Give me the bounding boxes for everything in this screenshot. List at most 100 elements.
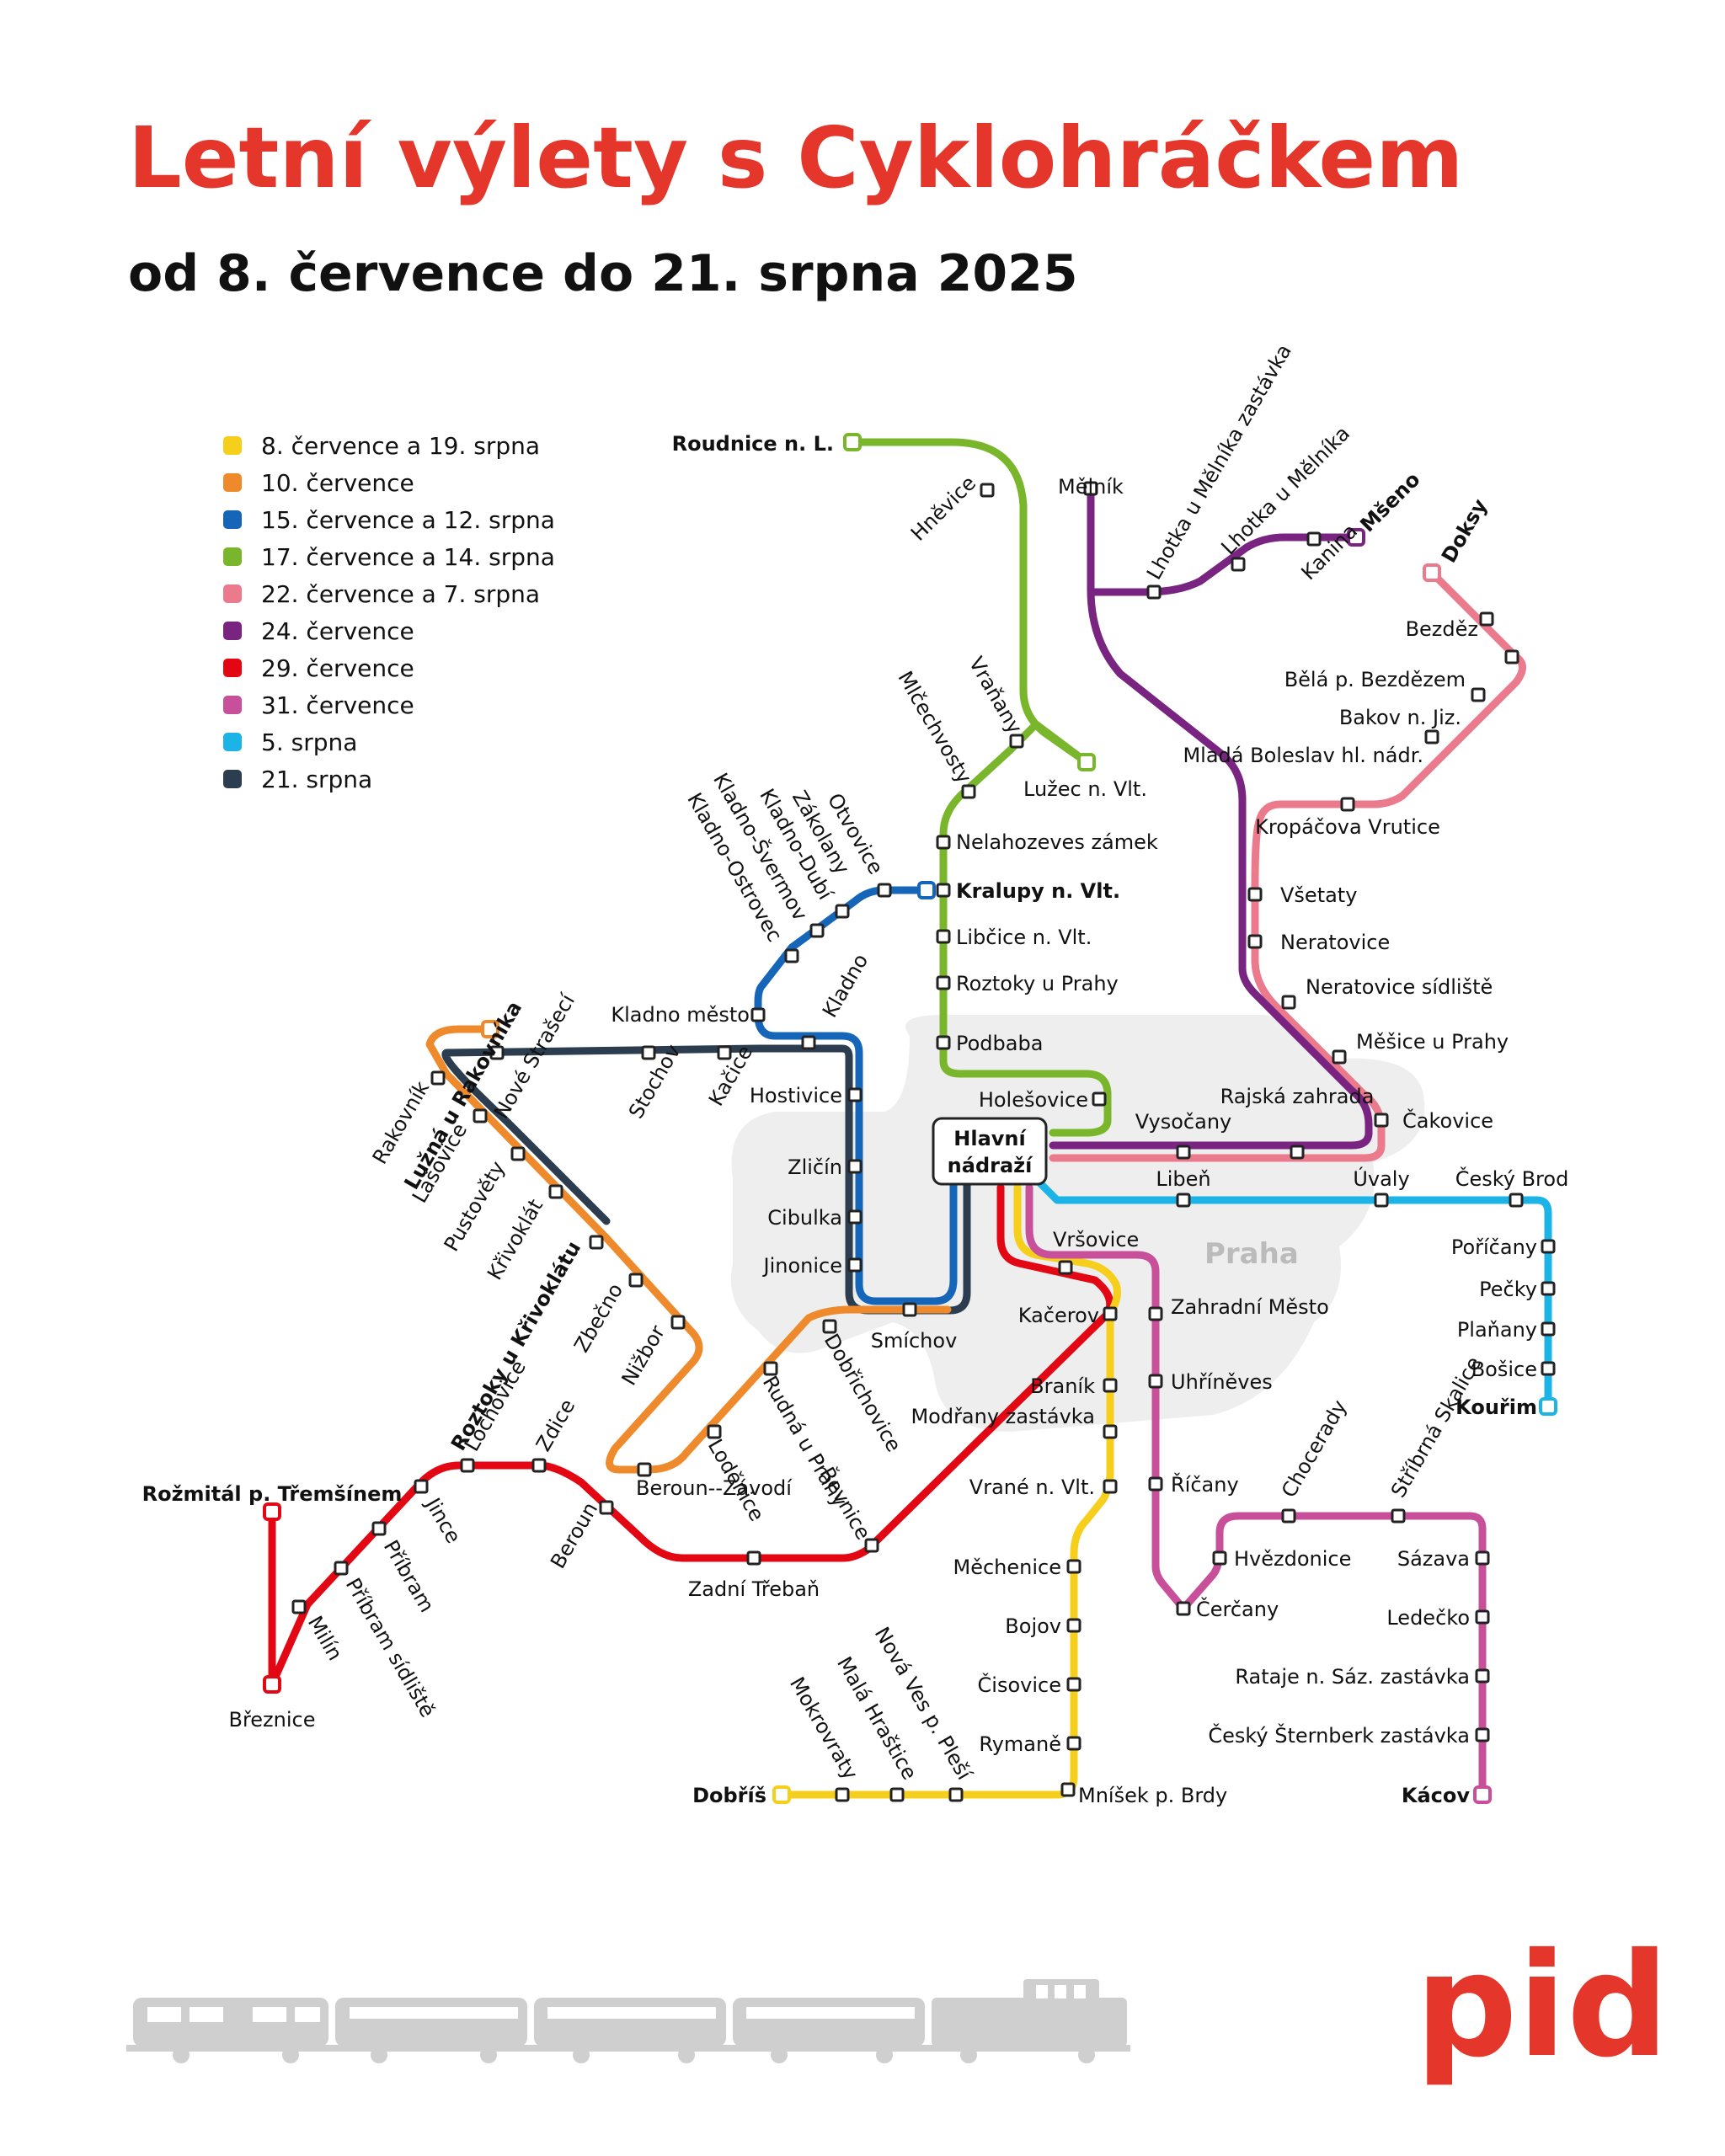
station-label: Neratovice sídliště xyxy=(1306,975,1493,999)
station-label: Vysočany xyxy=(1135,1110,1231,1134)
station-marker xyxy=(847,1257,862,1273)
station-marker xyxy=(589,1235,604,1250)
station-label: Libčice n. Vlt. xyxy=(956,926,1092,949)
station-label: Čakovice xyxy=(1402,1107,1493,1133)
station-marker xyxy=(1066,1736,1081,1751)
station-marker xyxy=(1541,1281,1556,1296)
station-marker xyxy=(864,1538,879,1553)
station-marker xyxy=(1146,584,1162,600)
station-marker xyxy=(809,923,825,938)
station-label: Hvězdonice xyxy=(1234,1547,1351,1571)
station-marker xyxy=(1092,1091,1107,1107)
station-label: Libeň xyxy=(1156,1167,1210,1191)
station-marker xyxy=(1083,481,1098,496)
station-marker xyxy=(414,1479,429,1494)
station-marker xyxy=(1148,1306,1163,1321)
station-marker xyxy=(473,1108,488,1123)
station-marker xyxy=(1423,563,1441,582)
station-label: Stříbrná Skalice xyxy=(1386,1353,1486,1502)
line-navy xyxy=(441,1044,971,1315)
station-marker xyxy=(1281,995,1296,1010)
station-label: Smíchov xyxy=(871,1329,958,1353)
station-marker xyxy=(628,1273,644,1288)
legend-swatch xyxy=(223,510,242,529)
station-label: Český Šternberk zastávka xyxy=(1208,1722,1470,1748)
legend-label: 5. srpna xyxy=(261,728,357,756)
station-label: Čisovice xyxy=(978,1672,1061,1697)
station-label: Rymaně xyxy=(979,1732,1061,1756)
station-marker xyxy=(1541,1361,1556,1376)
station-marker xyxy=(1374,1193,1389,1208)
station-marker xyxy=(1148,1374,1163,1389)
station-marker xyxy=(510,1146,526,1161)
station-marker xyxy=(1103,1306,1118,1321)
station-marker xyxy=(1479,611,1494,627)
station-marker xyxy=(1539,1397,1557,1416)
station-label: Milín xyxy=(303,1612,347,1664)
station-marker xyxy=(1332,1049,1347,1065)
station-label: Březnice xyxy=(228,1708,315,1732)
praha-label: Praha xyxy=(1204,1237,1299,1271)
station-marker xyxy=(1471,687,1486,702)
station-marker xyxy=(1541,1321,1556,1337)
station-label: Bojov xyxy=(1005,1614,1061,1638)
station-marker xyxy=(1391,1508,1406,1524)
line-pink xyxy=(1049,568,1526,1162)
station-label: Poříčany xyxy=(1451,1235,1537,1259)
station-label: Roudnice n. L. xyxy=(672,432,834,456)
legend-swatch xyxy=(223,584,242,603)
legend-label: 17. července a 14. srpna xyxy=(261,543,555,571)
stations xyxy=(263,433,1557,1804)
station-label: Mělník xyxy=(1058,475,1124,499)
legend-label: 22. července a 7. srpna xyxy=(261,580,540,608)
station-marker xyxy=(1148,1476,1163,1492)
station-marker xyxy=(1066,1618,1081,1633)
hub-box xyxy=(932,1117,1048,1186)
station-marker xyxy=(750,1007,766,1022)
station-label: Měchenice xyxy=(953,1556,1061,1579)
station-label: Zličín xyxy=(788,1155,842,1179)
station-label: Mšeno xyxy=(1355,467,1424,536)
station-marker xyxy=(291,1599,307,1614)
page-subtitle: od 8. července do 21. srpna 2025 xyxy=(128,244,1078,303)
station-marker xyxy=(1475,1668,1490,1684)
station-marker xyxy=(1475,1609,1490,1625)
station-label: Mladá Boleslav hl. nádr. xyxy=(1183,744,1423,767)
station-label: Nižbor xyxy=(617,1321,670,1390)
station-marker xyxy=(784,948,799,963)
station-label: Bakov n. Jiz. xyxy=(1339,706,1461,729)
station-marker xyxy=(1176,1193,1191,1208)
station-marker xyxy=(936,975,951,990)
station-marker xyxy=(1473,1785,1492,1804)
legend-label: 21. srpna xyxy=(261,766,372,793)
station-label: Nová Ves p. Pleší xyxy=(870,1623,977,1785)
line-red xyxy=(268,1183,1114,1689)
station-marker xyxy=(1290,1145,1305,1160)
legend-label: 29. července xyxy=(261,654,414,682)
station-marker xyxy=(1475,1550,1490,1566)
station-marker xyxy=(1066,1559,1081,1574)
station-marker xyxy=(772,1785,791,1804)
station-marker xyxy=(460,1458,475,1473)
legend-label: 31. července xyxy=(261,691,414,719)
station-marker xyxy=(822,1319,837,1334)
legend-label: 10. července xyxy=(261,469,414,497)
station-label: Roztoky u Prahy xyxy=(956,972,1119,995)
station-marker xyxy=(877,883,892,898)
station-label: Jinonice xyxy=(762,1254,842,1278)
station-label: Lužec n. Vlt. xyxy=(1023,777,1147,801)
legend-swatch xyxy=(223,547,242,566)
hub-label-line1: Hlavní xyxy=(953,1127,1027,1150)
station-label: Měšice u Prahy xyxy=(1356,1030,1509,1054)
station-marker xyxy=(1509,1193,1524,1208)
station-label: Lhotka u Mělníka zastávka xyxy=(1142,340,1296,584)
station-label: Kouřim xyxy=(1455,1396,1537,1419)
station-label: Zadní Třebaň xyxy=(688,1577,820,1601)
station-label: Cibulka xyxy=(767,1206,842,1230)
station-marker xyxy=(1231,557,1246,572)
station-label: Rajská zahrada xyxy=(1220,1085,1375,1108)
station-marker xyxy=(1176,1145,1191,1160)
station-marker xyxy=(548,1184,563,1199)
